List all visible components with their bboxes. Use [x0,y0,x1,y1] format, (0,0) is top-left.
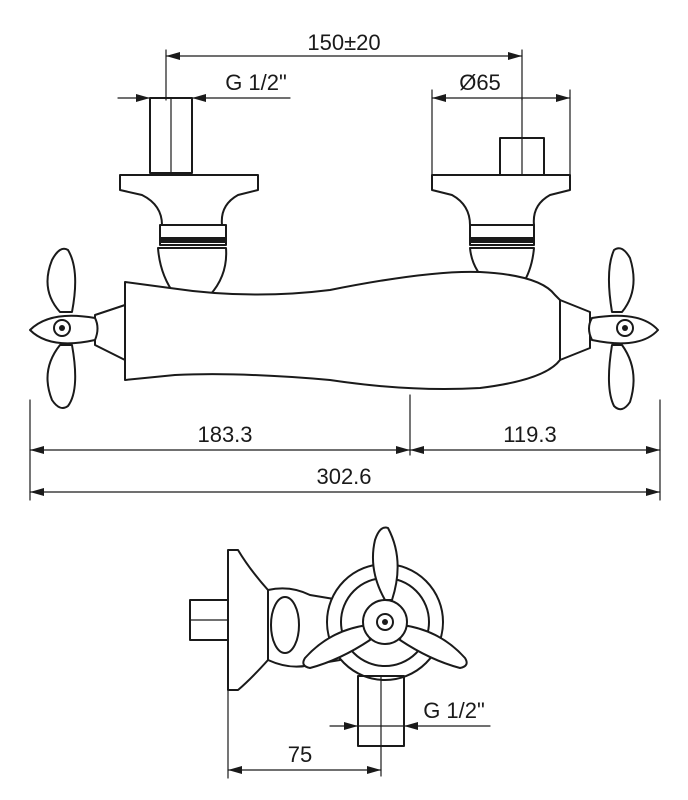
dim-flange-diameter-label: Ø65 [459,70,501,95]
side-view: G 1/2" 75 [189,526,491,779]
dim-outlet-thread: G 1/2" [329,698,491,730]
dim-center-distance-label: 150±20 [307,30,380,55]
dim-inlet-thread-label: G 1/2" [225,70,287,95]
dim-partial-lengths: 183.3 119.3 [29,394,661,501]
dim-left-length-label: 183.3 [197,422,252,447]
dim-outlet-thread-label: G 1/2" [423,698,485,723]
dim-inlet-thread: G 1/2" [117,70,291,102]
dim-right-length-label: 119.3 [503,422,556,447]
right-cross-handle [559,247,659,411]
right-inlet-fitting [431,97,571,286]
dim-total-length-label: 302.6 [316,464,371,489]
left-cross-handle [29,247,126,409]
dim-projection: 75 [227,689,382,779]
dim-center-distance: 150±20 [165,30,523,101]
left-inlet-fitting [119,97,259,296]
dim-projection-label: 75 [288,742,312,767]
dim-flange-diameter: Ø65 [431,70,571,176]
front-view: 150±20 G 1/2" Ø65 183. [29,30,661,501]
dim-total-length: 302.6 [29,464,661,496]
